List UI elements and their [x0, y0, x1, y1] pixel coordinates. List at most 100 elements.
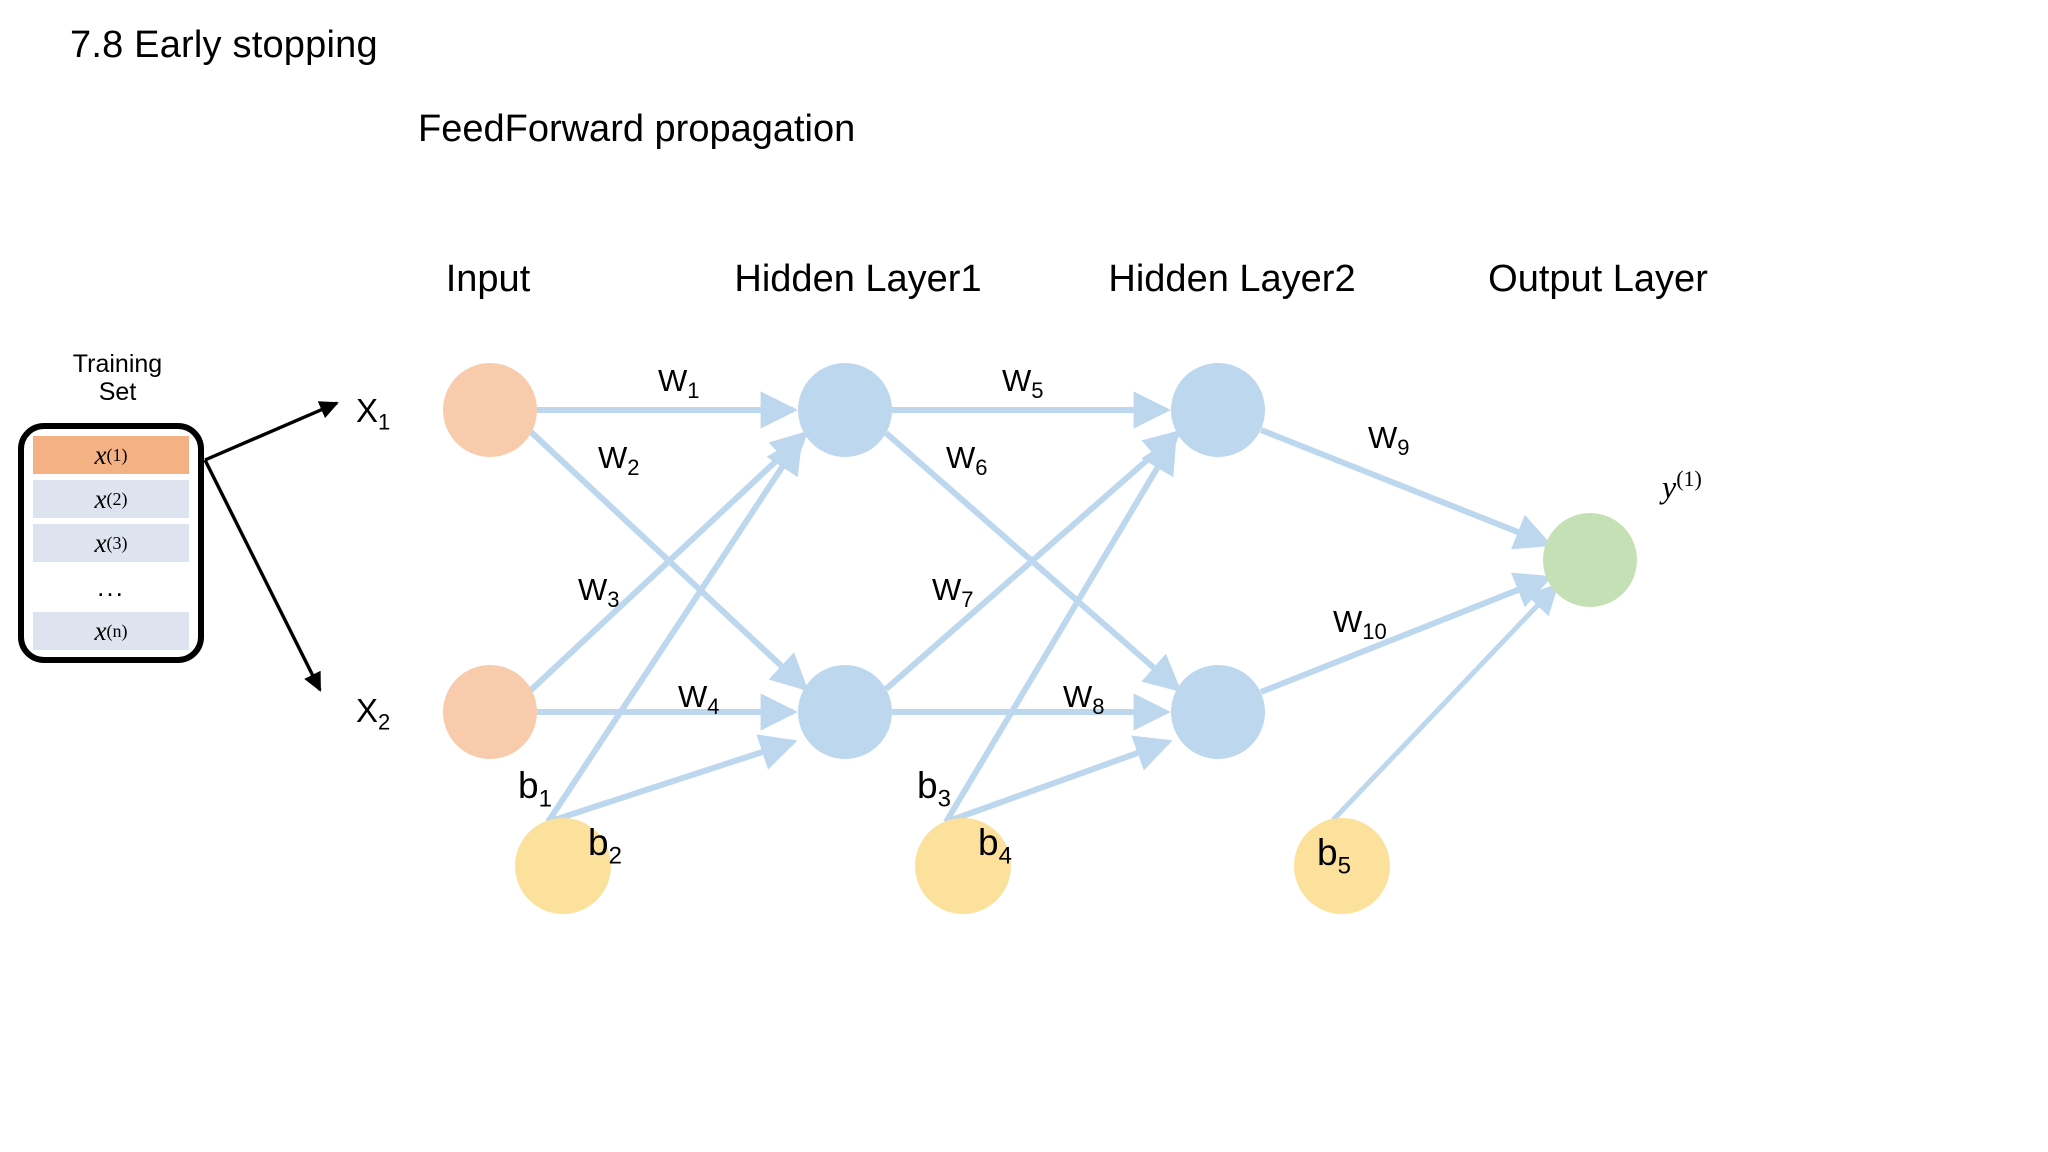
layer-caption-output: Output Layer: [1488, 258, 1708, 300]
node-bias-1[interactable]: [515, 818, 611, 914]
weight-label-w9: W9: [1368, 420, 1410, 461]
output-label-y1-sup: (1): [1676, 466, 1702, 491]
bias-label-b5-sub: 5: [1337, 852, 1351, 880]
nodes: [443, 363, 1637, 914]
weight-label-w1-name: W: [658, 363, 688, 398]
weight-label-w9-sub: 9: [1397, 435, 1410, 461]
weight-label-w1: W1: [658, 363, 700, 404]
training-set-box: x(1) x(2) x(3) ... x(n): [18, 423, 204, 663]
edge-b1-h11: [545, 435, 803, 824]
weight-label-w4-name: W: [678, 679, 708, 714]
training-set-item-3[interactable]: x(3): [33, 524, 189, 562]
edges-hidden1-hidden2: [884, 391, 1182, 731]
edge-b4-h22: [944, 735, 1173, 825]
arrow-to-x1: [204, 401, 339, 462]
edges-bias: [545, 435, 1559, 825]
training-set-item-1-sup: (1): [106, 444, 128, 465]
weight-label-w5-sub: 5: [1031, 378, 1044, 404]
training-set-item-n[interactable]: x(n): [33, 612, 189, 650]
weight-label-w10-name: W: [1333, 604, 1363, 639]
weight-label-w7-sub: 7: [961, 587, 974, 613]
bias-label-b3: b3: [917, 765, 951, 813]
training-set-item-2[interactable]: x(2): [33, 480, 189, 518]
node-output-y1[interactable]: [1543, 513, 1637, 607]
weight-label-w10-sub: 10: [1362, 619, 1387, 645]
bias-label-b2-sub: 2: [608, 842, 622, 870]
weight-label-w10: W10: [1333, 604, 1387, 645]
training-set-item-n-sup: (n): [106, 620, 128, 641]
layer-caption-hidden1: Hidden Layer1: [734, 258, 982, 300]
output-label-y1: y(1): [1662, 466, 1702, 506]
node-input-x2[interactable]: [443, 665, 537, 759]
arrow-to-x2: [203, 459, 322, 692]
weight-label-w1-sub: 1: [687, 378, 700, 404]
training-set-item-1-base: x: [94, 439, 107, 470]
edges-input-hidden1: [528, 391, 809, 731]
node-hidden1-1[interactable]: [798, 363, 892, 457]
bias-label-b2-name: b: [588, 822, 609, 863]
input-label-x2-base: X: [356, 692, 379, 729]
edge-b5-y1: [1331, 583, 1559, 822]
node-hidden2-1[interactable]: [1171, 363, 1265, 457]
bias-label-b1-name: b: [518, 765, 539, 806]
page-title: 7.8 Early stopping: [70, 24, 378, 66]
weight-label-w9-name: W: [1368, 420, 1398, 455]
training-set-item-n-base: x: [94, 615, 107, 646]
bias-label-b3-name: b: [917, 765, 938, 806]
bias-label-b1: b1: [518, 765, 552, 813]
bias-label-b4: b4: [978, 822, 1012, 870]
node-bias-2[interactable]: [915, 818, 1011, 914]
input-label-x1: X1: [356, 392, 390, 436]
weight-label-w5-name: W: [1002, 363, 1032, 398]
weight-label-w8-name: W: [1063, 679, 1093, 714]
layer-caption-hidden2: Hidden Layer2: [1108, 258, 1356, 300]
node-bias-3[interactable]: [1294, 818, 1390, 914]
weight-label-w4: W4: [678, 679, 720, 720]
weight-label-w2: W2: [598, 440, 640, 481]
training-set-arrows: [203, 401, 339, 692]
weight-label-w2-name: W: [598, 440, 628, 475]
output-label-y1-base: y: [1662, 468, 1677, 505]
edge-h22-y1: [1259, 572, 1553, 695]
weight-label-w8-sub: 8: [1092, 694, 1105, 720]
bias-label-b4-sub: 4: [998, 842, 1012, 870]
slide-subtitle: FeedForward propagation: [418, 108, 856, 150]
training-set-item-2-base: x: [94, 483, 107, 514]
training-set-ellipsis: ...: [97, 571, 125, 602]
weight-label-w4-sub: 4: [707, 694, 720, 720]
bias-label-b2: b2: [588, 822, 622, 870]
weight-label-w6: W6: [946, 440, 988, 481]
input-label-x1-sub: 1: [378, 409, 391, 435]
edge-x2-h11: [528, 430, 809, 693]
weight-label-w8: W8: [1063, 679, 1105, 720]
weight-label-w7-name: W: [932, 572, 962, 607]
weight-label-w5: W5: [1002, 363, 1044, 404]
input-label-x2: X2: [356, 692, 390, 736]
bias-label-b4-name: b: [978, 822, 999, 863]
training-set-title-line2: Set: [98, 378, 137, 406]
input-label-x2-sub: 2: [378, 709, 391, 735]
weight-label-w7: W7: [932, 572, 974, 613]
training-set-item-3-sup: (3): [106, 532, 128, 553]
node-hidden1-2[interactable]: [798, 665, 892, 759]
training-set-item-2-sup: (2): [106, 488, 128, 509]
input-label-x1-base: X: [356, 392, 379, 429]
training-set-item-3-base: x: [94, 527, 107, 558]
bias-label-b5: b5: [1317, 832, 1351, 880]
edge-h12-h21: [884, 429, 1182, 692]
weight-label-w6-sub: 6: [975, 455, 988, 481]
bias-label-b1-sub: 1: [538, 785, 552, 813]
training-set-title: Training Set: [45, 350, 190, 406]
weight-label-w2-sub: 2: [627, 455, 640, 481]
weight-label-w6-name: W: [946, 440, 976, 475]
training-set-title-line1: Training: [72, 350, 163, 378]
weight-label-w3: W3: [578, 572, 620, 613]
node-hidden2-2[interactable]: [1171, 665, 1265, 759]
layer-caption-input: Input: [445, 258, 531, 300]
edges-hidden2-output: [1259, 427, 1553, 695]
training-set-item-1[interactable]: x(1): [33, 436, 189, 474]
node-input-x1[interactable]: [443, 363, 537, 457]
bias-label-b3-sub: 3: [937, 785, 951, 813]
edge-b3-h21: [943, 435, 1177, 824]
